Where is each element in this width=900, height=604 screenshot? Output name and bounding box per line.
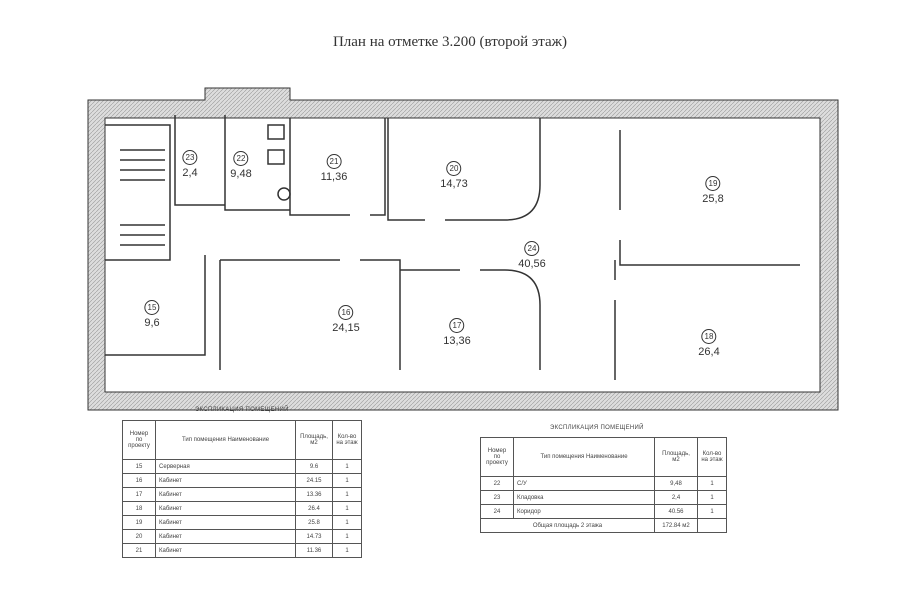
- table-cell: 40.56: [654, 504, 698, 519]
- table-cell: 14.73: [295, 529, 333, 544]
- table-left-caption: ЭКСПЛИКАЦИЯ ПОМЕЩЕНИЙ: [195, 407, 289, 413]
- table-cell: 22: [480, 476, 514, 491]
- table-cell: 1: [332, 501, 362, 516]
- table-cell: Коридор: [513, 504, 655, 519]
- table-cell: 11.36: [295, 543, 333, 558]
- table-cell: 1: [332, 543, 362, 558]
- outer-walls: [87, 87, 839, 411]
- table-cell: С/У: [513, 476, 655, 491]
- table-cell: 19: [122, 515, 156, 530]
- table-cell: 1: [332, 515, 362, 530]
- table-cell: 20: [122, 529, 156, 544]
- table-cell: 24.15: [295, 473, 333, 488]
- table-cell: 1: [697, 490, 727, 505]
- table-cell: Кладовка: [513, 490, 655, 505]
- table-cell: Кабинет: [155, 487, 296, 502]
- table-cell: Кабинет: [155, 501, 296, 516]
- table-cell: Кабинет: [155, 543, 296, 558]
- table-cell: 26.4: [295, 501, 333, 516]
- table-cell: 24: [480, 504, 514, 519]
- table-cell: 9.6: [295, 459, 333, 474]
- table-cell: 25.8: [295, 515, 333, 530]
- table-cell: 1: [332, 473, 362, 488]
- table-cell: 13.36: [295, 487, 333, 502]
- table-right-caption: ЭКСПЛИКАЦИЯ ПОМЕЩЕНИЙ: [550, 425, 644, 431]
- table-cell: 2,4: [654, 490, 698, 505]
- table-cell: 23: [480, 490, 514, 505]
- table-cell: 9,48: [654, 476, 698, 491]
- table-cell: 1: [697, 476, 727, 491]
- table-cell: Кабинет: [155, 473, 296, 488]
- table-cell: 1: [697, 504, 727, 519]
- interior-walls: [105, 115, 800, 380]
- table-cell: Кабинет: [155, 515, 296, 530]
- table-cell: 17: [122, 487, 156, 502]
- table-cell: 1: [332, 529, 362, 544]
- table-cell: Серверная: [155, 459, 296, 474]
- table-cell: Кабинет: [155, 529, 296, 544]
- plan-title: План на отметке 3.200 (второй этаж): [332, 34, 568, 50]
- table-cell: 21: [122, 543, 156, 558]
- table-cell: 1: [332, 459, 362, 474]
- table-cell: 16: [122, 473, 156, 488]
- table-cell: 1: [332, 487, 362, 502]
- table-cell: 18: [122, 501, 156, 516]
- table-cell: 15: [122, 459, 156, 474]
